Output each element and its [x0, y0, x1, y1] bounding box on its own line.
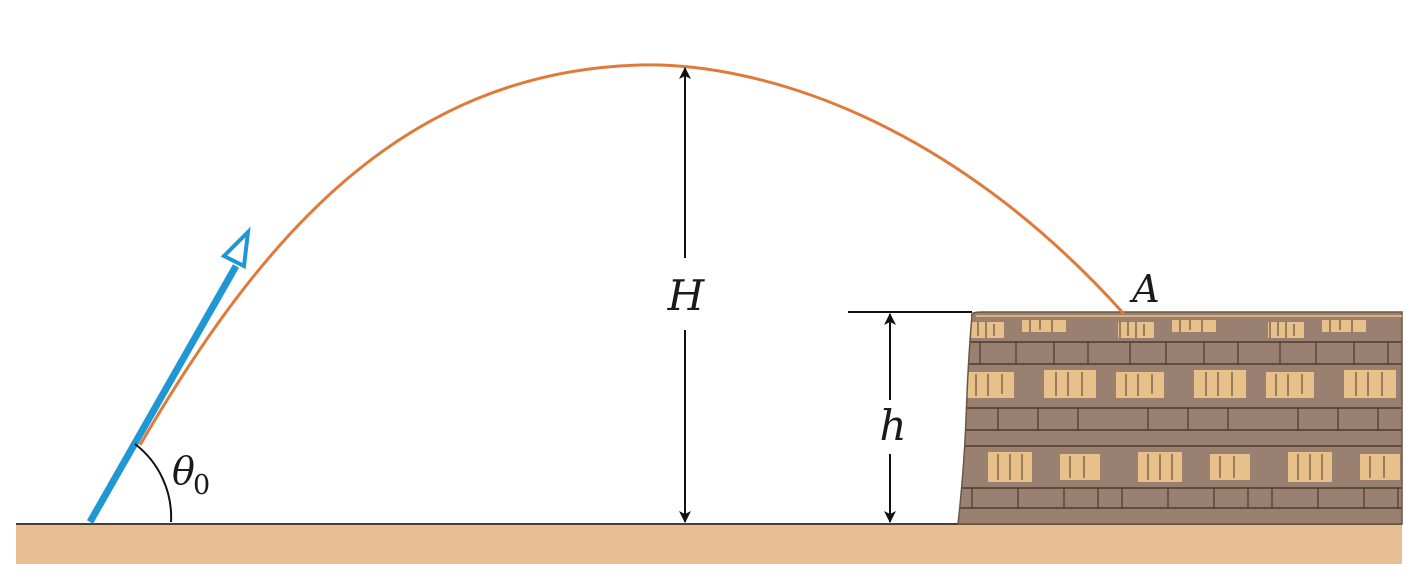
initial-velocity-arrow	[86, 226, 251, 524]
max-height-label: H	[667, 271, 706, 320]
launch-angle-arc	[134, 443, 173, 523]
cliff-height-dimension	[848, 311, 972, 523]
launch-angle-subscript: 0	[193, 470, 210, 501]
cliff-height-label: h	[879, 401, 906, 450]
cliff	[957, 311, 1403, 525]
trajectory-curve	[138, 63, 1126, 446]
launch-angle-symbol: θ	[172, 449, 195, 493]
ground	[16, 524, 1402, 564]
landing-point-label: A	[1129, 267, 1159, 311]
